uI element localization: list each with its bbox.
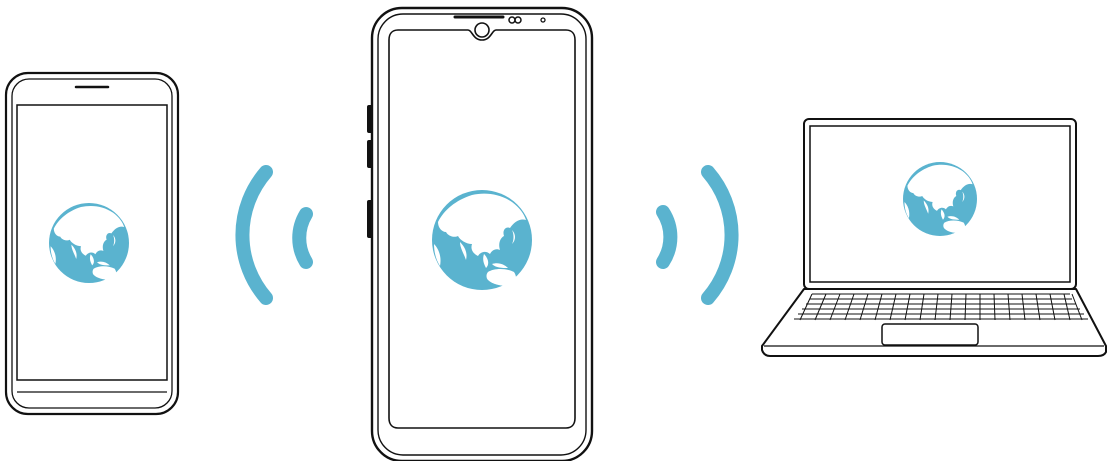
wifi-waves-icon bbox=[242, 172, 306, 298]
center-phone bbox=[362, 0, 593, 461]
left-phone bbox=[6, 73, 178, 414]
laptop bbox=[762, 119, 1106, 356]
touchpad bbox=[882, 324, 978, 345]
wifi-waves-icon bbox=[663, 172, 732, 298]
globe-icon bbox=[49, 203, 129, 283]
globe-icon bbox=[903, 162, 977, 236]
globe-icon bbox=[432, 190, 532, 290]
